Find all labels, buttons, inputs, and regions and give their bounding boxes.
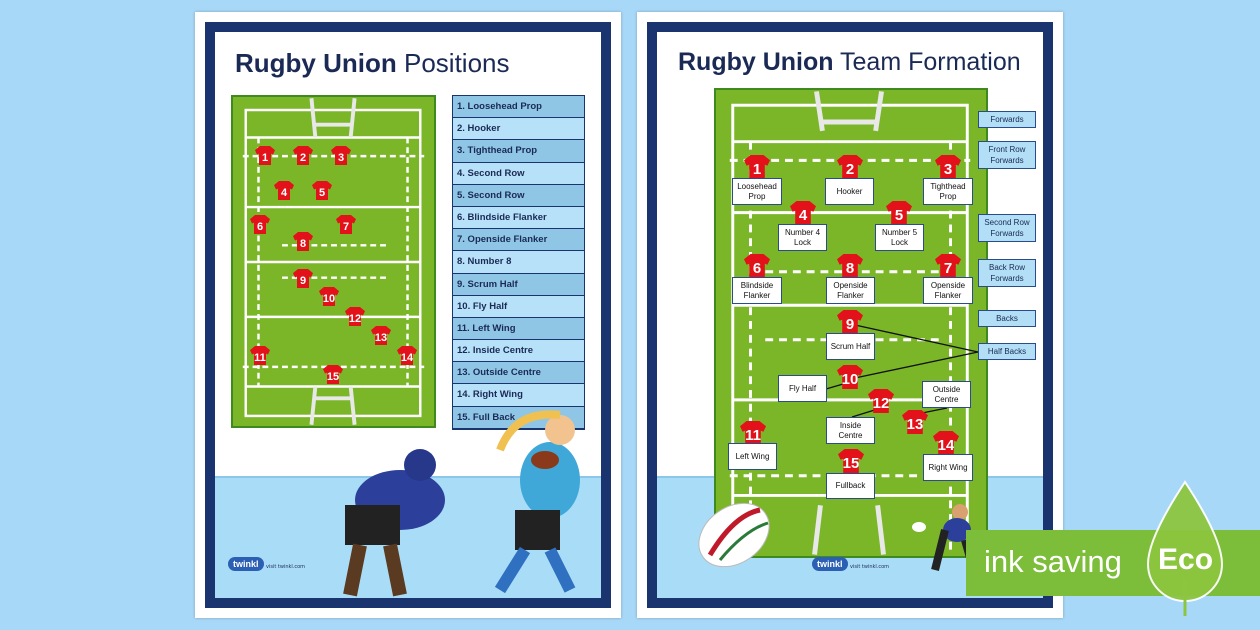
position-label: Outside Centre [922,381,971,408]
jersey: 1 [255,146,275,165]
position-label: Fly Half [778,375,827,402]
poster-title: Rugby Union Positions [235,48,510,78]
position-label: Number 4 Lock [778,224,827,251]
position-row: 3. Tighthead Prop [453,140,584,163]
jersey: 4 [274,181,294,200]
position-row: 5. Second Row [453,184,584,207]
group-label: Second Row Forwards [978,214,1036,242]
position-row: 11. Left Wing [453,317,584,341]
position-label: Inside Centre [826,417,875,444]
position-row: 4. Second Row [453,162,584,185]
group-label: Backs [978,310,1036,327]
position-label: Right Wing [923,454,973,481]
visit-text: visit twinkl.com [266,564,306,570]
twinkl-logo: twinkl [812,557,848,571]
visit-text: visit twinkl.com [850,564,890,570]
eco-label: Eco [1158,543,1214,576]
position-row: 14. Right Wing [453,384,584,407]
position-row: 1. Loosehead Prop [453,96,584,119]
group-label: Back Row Forwards [978,259,1036,287]
jersey: 2 [293,146,313,165]
jersey: 3 [331,146,351,165]
jersey: 6 [250,215,270,234]
position-row: 6. Blindside Flanker [453,206,584,230]
poster-title: Rugby Union Team Formation [678,48,1021,76]
position-label: Scrum Half [826,333,875,360]
position-label: Loosehead Prop [732,178,782,205]
position-row: 9. Scrum Half [453,273,584,296]
position-row: 13. Outside Centre [453,362,584,385]
position-row: 7. Openside Flanker [453,229,584,252]
twinkl-logo: twinkl [228,557,264,571]
jersey: 13 [371,326,391,345]
position-row: 8. Number 8 [453,251,584,274]
position-label: Openside Flanker [923,277,973,304]
position-label: Fullback [826,473,875,499]
position-label: Left Wing [728,443,777,470]
jersey: 7 [336,215,356,234]
group-label: Front Row Forwards [978,141,1036,169]
position-label: Blindside Flanker [732,277,782,304]
position-label: Tighthead Prop [923,178,973,205]
ink-saving-text: ink saving [984,544,1122,579]
jersey: 9 [293,269,313,288]
group-label: Forwards [978,111,1036,128]
eco-leaf-icon [1146,480,1224,616]
jersey: 12 [345,307,365,326]
group-label: Half Backs [978,343,1036,360]
jersey: 5 [312,181,332,200]
jersey: 10 [319,287,339,306]
jersey: 14 [397,346,417,365]
position-row: 12. Inside Centre [453,340,584,363]
position-row: 2. Hooker [453,118,584,141]
jersey: 11 [250,346,270,365]
jersey: 15 [323,365,343,384]
position-label: Openside Flanker [826,277,875,304]
position-label: Hooker [825,178,874,205]
jersey: 8 [293,232,313,251]
position-row: 10. Fly Half [453,295,584,318]
position-label: Number 5 Lock [875,224,924,251]
players-illustration [343,410,580,597]
rugby-ball-icon [698,502,770,568]
